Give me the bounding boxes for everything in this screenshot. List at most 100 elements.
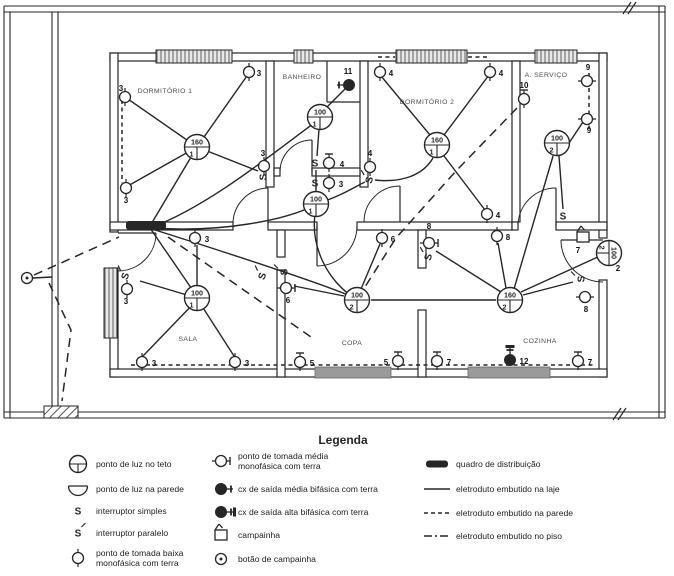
circuit-number-label: 3 <box>245 359 250 368</box>
room-label: DORMITÓRIO 2 <box>400 97 455 106</box>
symbols: 160110011001160110021001100216021002SSSS… <box>20 63 623 371</box>
conduit-laje <box>197 299 235 357</box>
light-circuit: 1 <box>190 150 194 159</box>
wall <box>276 269 286 378</box>
outlet-media-icon <box>293 352 307 371</box>
cx-alta-icon <box>215 506 236 518</box>
switch-letter: S <box>280 268 291 275</box>
bell-body <box>214 529 228 541</box>
door-swing <box>117 232 157 272</box>
outlet-media-icon <box>212 454 231 468</box>
conduit-laje <box>380 75 431 136</box>
conduit-laje <box>151 205 314 230</box>
conduit-laje <box>497 242 507 289</box>
circuit-number-label: 3 <box>152 359 157 368</box>
switch-letter: S <box>577 275 588 282</box>
outlet-baixa-icon <box>119 179 133 197</box>
switch-simples-icon: S <box>259 173 270 180</box>
conduit-laje <box>520 255 601 293</box>
conduit-laje <box>125 146 198 188</box>
circuit-number-label: 7 <box>447 358 452 367</box>
switch-simples-icon: S <box>312 179 319 190</box>
conduit-laje <box>374 157 434 182</box>
outlet-media-icon <box>391 351 405 370</box>
window <box>293 49 314 64</box>
outlet-baixa-icon <box>490 227 504 245</box>
conduit-laje <box>149 146 198 227</box>
door-swing <box>363 185 401 223</box>
switch-letter: S <box>259 173 270 180</box>
room-label: COPA <box>342 340 362 347</box>
outlet-circle <box>490 229 504 243</box>
conduit-laje <box>151 228 354 298</box>
wall <box>311 167 361 177</box>
circuit-number-label: 12 <box>520 357 529 366</box>
switch-paralelo-hook <box>273 264 279 269</box>
conduit-laje <box>316 128 320 157</box>
light-circuit: 2 <box>350 303 354 312</box>
bell-flag-2 <box>218 523 223 529</box>
outlet-circle <box>430 354 444 368</box>
circuit-number-label: 3 <box>339 180 344 189</box>
legend-label: cx de saída alta bifásica com terra <box>238 507 369 517</box>
outlet-media-icon <box>322 153 336 172</box>
circuit-number-label: 4 <box>340 160 345 169</box>
room-label: SALA <box>179 336 198 343</box>
light-wattage: 100 <box>191 289 203 298</box>
outlet-circle <box>257 159 271 173</box>
break-mark <box>612 407 622 421</box>
door-swing <box>560 239 604 283</box>
bell-flag-2 <box>580 225 585 231</box>
light-wattage: 100 <box>310 195 322 204</box>
outlet-circle <box>322 176 336 190</box>
outlet-circle <box>580 112 594 126</box>
door-swing <box>279 139 313 173</box>
outlet-circle <box>135 355 149 369</box>
switch-letter: S <box>312 159 319 170</box>
circuit-number-label: 7 <box>588 358 593 367</box>
light-circuit: 2 <box>503 303 507 312</box>
legend-label: eletroduto embutido na parede <box>456 508 573 518</box>
break-mark <box>617 407 627 421</box>
doorbell-icon <box>576 225 590 243</box>
light-wattage: 100 <box>610 247 619 259</box>
conduit-laje <box>558 155 564 210</box>
circuit-number-label: 8 <box>584 305 589 314</box>
light-wattage: 160 <box>431 136 443 145</box>
switch-simples-icon: S <box>75 507 82 518</box>
conduits <box>32 56 601 402</box>
wall <box>273 167 281 177</box>
circuit-number-label: 3 <box>257 69 262 78</box>
circuit-number-label: 3 <box>119 84 124 93</box>
doorbell-icon <box>214 523 228 541</box>
light-circuit: 1 <box>190 301 194 310</box>
legend-label: ponto de luz no teto <box>96 459 172 469</box>
light-circuit: 1 <box>309 207 313 216</box>
conduit-laje <box>196 72 250 148</box>
switch-letter: S <box>75 529 82 540</box>
outlet-baixa-icon <box>483 63 497 81</box>
outlet-baixa-icon <box>480 205 494 223</box>
distribution-board-icon <box>426 460 448 468</box>
room-label: BANHEIRO <box>283 74 322 81</box>
circuit-number-label: 2 <box>616 264 621 273</box>
conduit-piso <box>48 282 72 402</box>
light-circuit: 1 <box>430 148 434 157</box>
outlet-circle <box>71 551 85 565</box>
outlet-media-icon <box>277 281 296 295</box>
window <box>395 49 468 64</box>
circuit-number-label: 8 <box>506 233 511 242</box>
ceiling-light-point <box>68 454 88 474</box>
circuit-number-label: 5 <box>384 358 389 367</box>
